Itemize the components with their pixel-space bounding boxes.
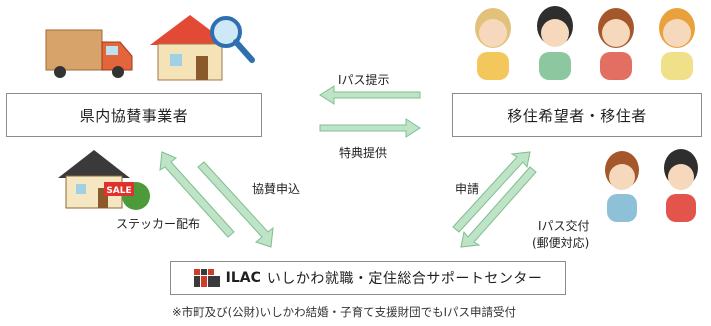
support-center-node: ILAC いしかわ就職・定住総合サポートセンター (170, 261, 566, 295)
person-icon (598, 8, 634, 80)
sponsor-label: 県内協賛事業者 (79, 106, 189, 125)
footnote: ※市町及び(公財)いしかわ結婚・子育て支援財団でもIパス申請受付 (172, 305, 516, 319)
person-icon (537, 6, 573, 80)
person-icon (475, 8, 511, 80)
arrow-application (452, 151, 531, 233)
migrant-label: 移住希望者・移住者 (507, 106, 647, 125)
ilac-abbr: ILAC (225, 270, 261, 286)
sale-house-icon: SALE (58, 150, 150, 210)
migrant-node: 移住希望者・移住者 (452, 93, 702, 137)
person-icons-pair (605, 149, 698, 222)
arrow-benefit-provision (319, 118, 421, 138)
sale-sign-text: SALE (106, 186, 131, 196)
label-sponsor-application: 協賛申込 (252, 182, 301, 196)
person-icon (659, 8, 695, 80)
truck-icon (45, 29, 133, 78)
sponsor-node: 県内協賛事業者 (6, 93, 262, 137)
arrow-sponsor-application (197, 161, 274, 248)
label-ipass-issue-line1: Iパス交付 (538, 219, 590, 233)
arrow-ipass-issue (460, 166, 537, 248)
arrow-ipass-present (319, 85, 421, 105)
support-center-label: いしかわ就職・定住総合サポートセンター (266, 271, 543, 287)
ilac-logo-icon (193, 269, 220, 287)
person-icons-group (475, 6, 695, 80)
person-icon (605, 151, 639, 222)
label-ipass-issue-line2: (郵便対応) (532, 236, 590, 250)
label-ipass-present: Iパス提示 (338, 73, 390, 87)
label-sticker-distribution: ステッカー配布 (116, 217, 201, 231)
person-icon (664, 149, 698, 222)
label-benefit-provision: 特典提供 (339, 146, 388, 160)
label-application: 申請 (455, 182, 480, 196)
house-magnifier-icon (150, 15, 255, 81)
arrow-sticker-distribution (159, 151, 235, 238)
